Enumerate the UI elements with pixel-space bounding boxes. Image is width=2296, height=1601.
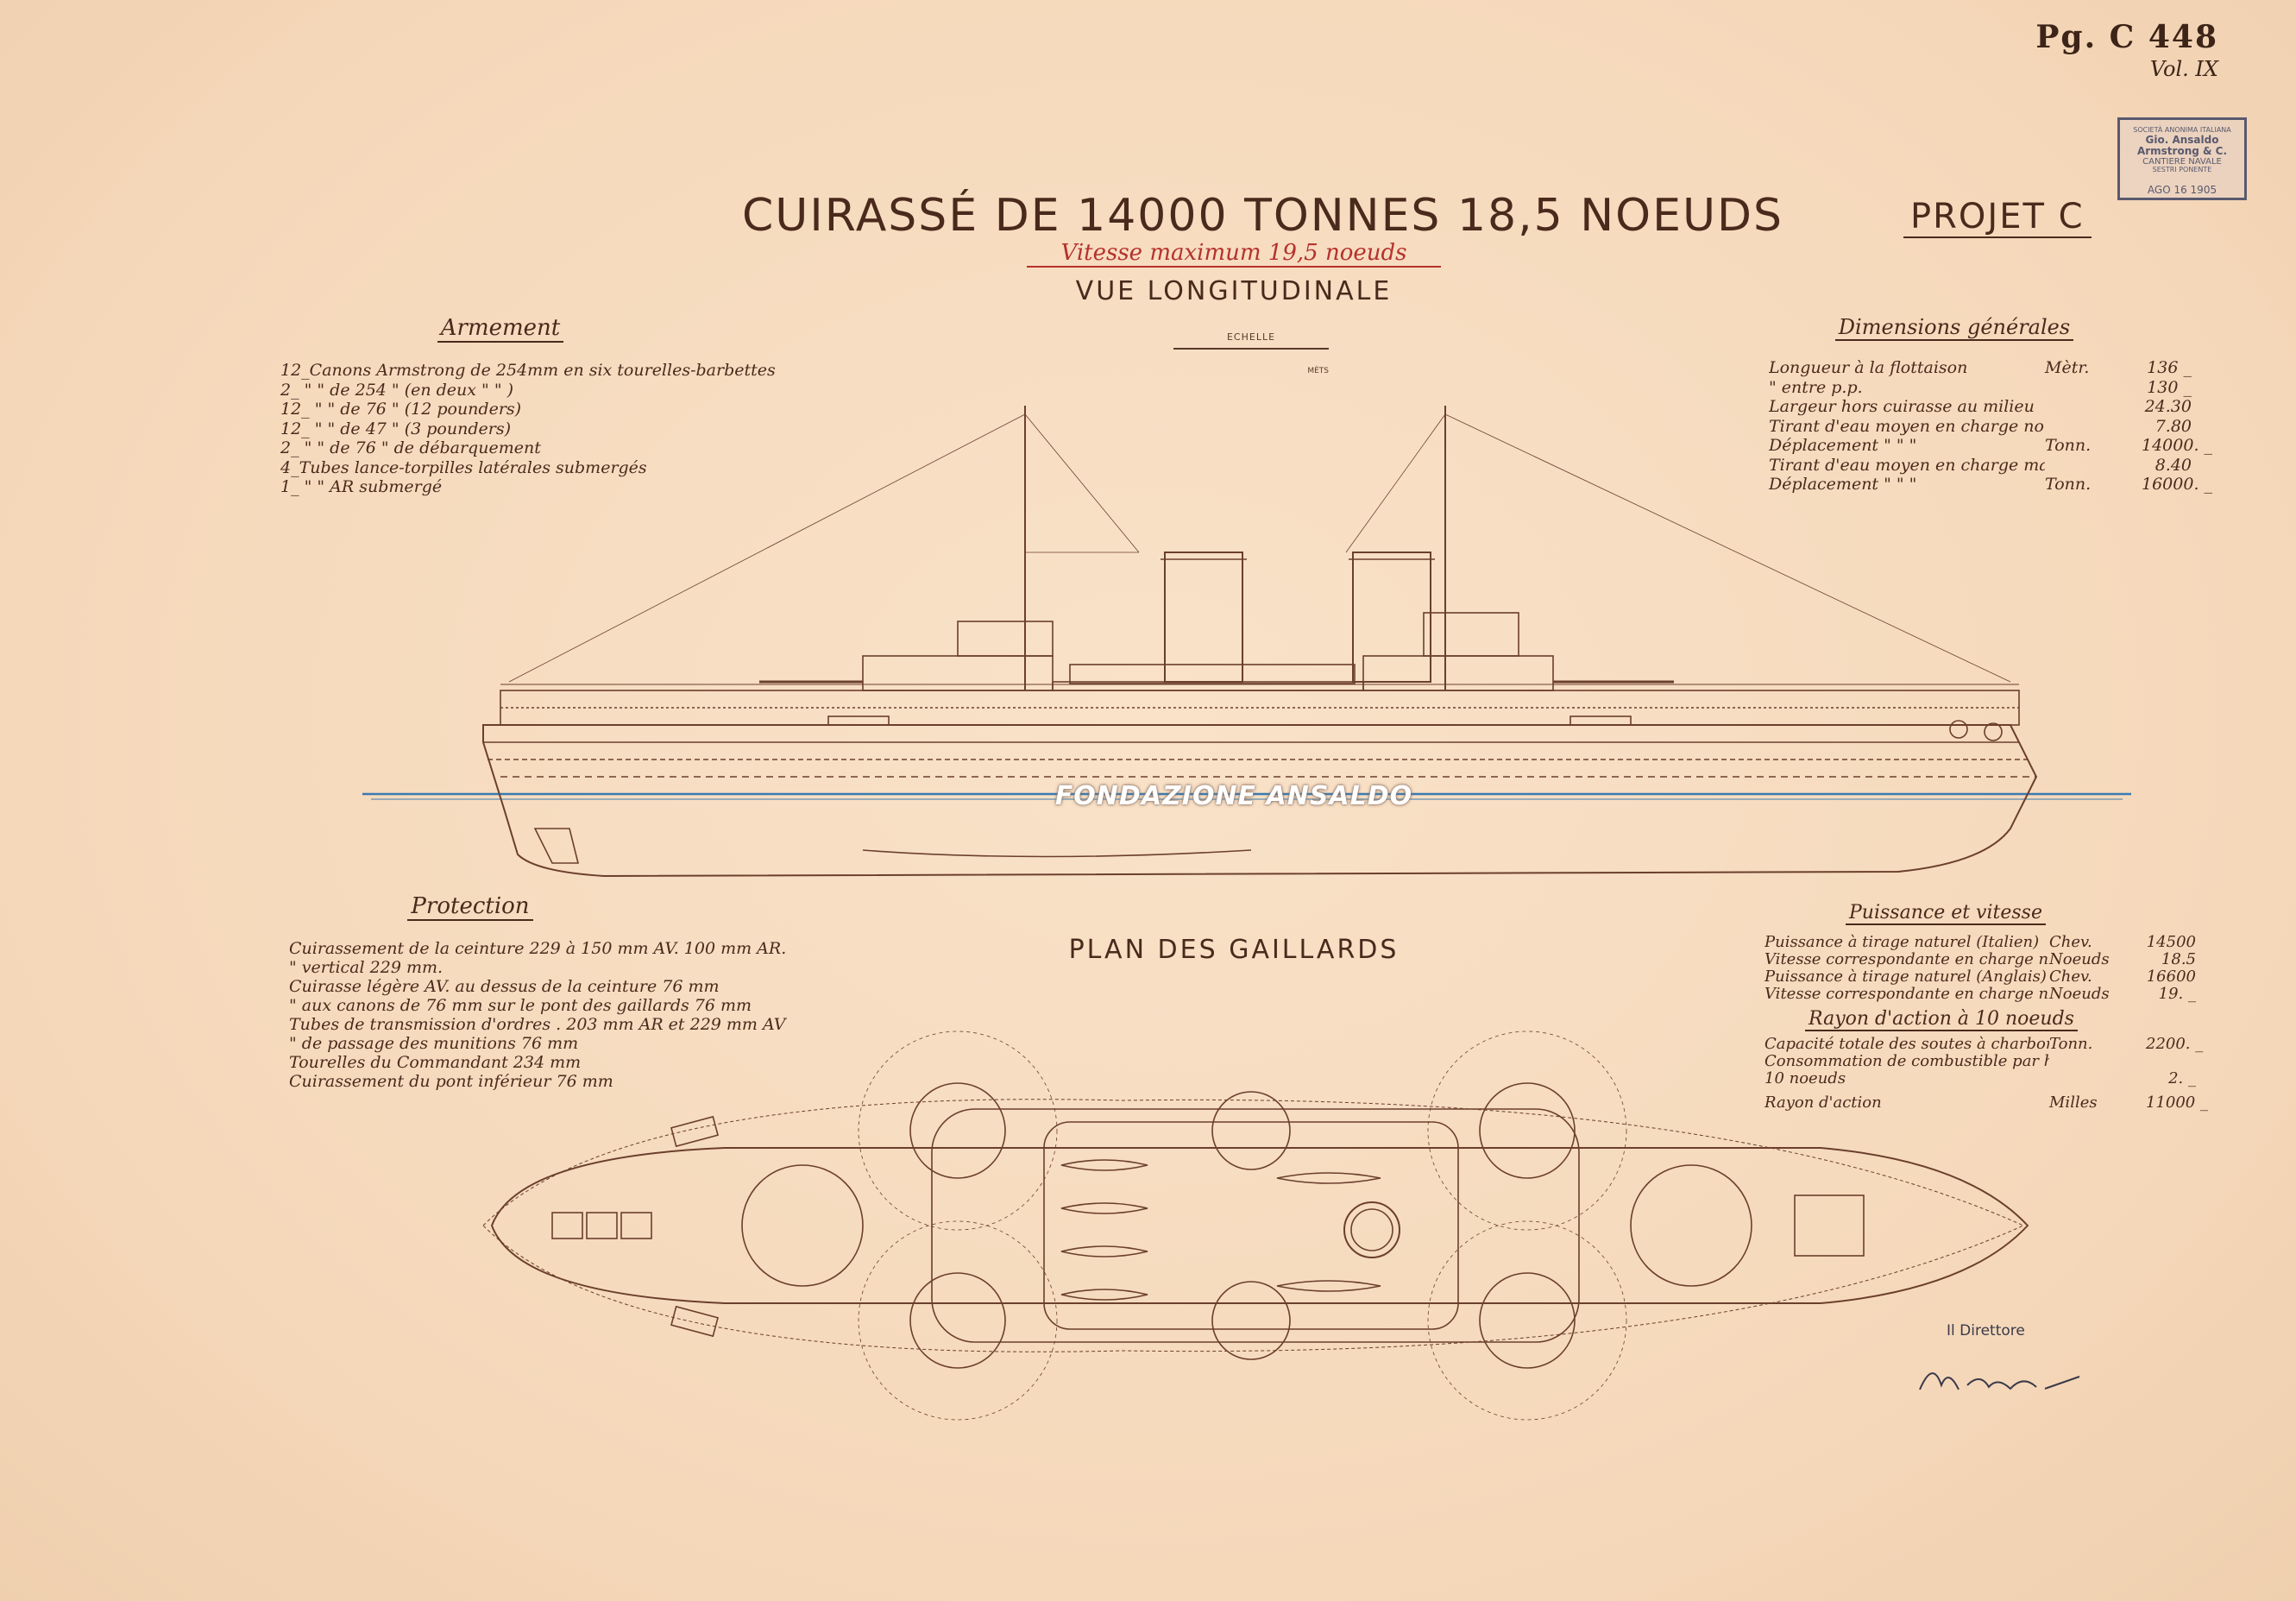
dimensions-row: Déplacement " " "Tonn.16000. _ [1769,475,2213,494]
stamp-line-1: SOCIETÀ ANONIMA ITALIANA [2133,126,2231,134]
rayon-heading: Rayon d'action à 10 noeuds [1803,1008,2079,1031]
stamp-line-2: Gio. Ansaldo Armstrong & C. [2136,133,2228,157]
plan-label: PLAN DES GAILLARDS [1068,935,1400,965]
scale-ruler: MÈTS [1173,348,1329,375]
armement-line-6: 1_ " " AR submergé [280,477,443,496]
sheet-code: Pg. C 448 [2035,19,2218,55]
signature-mark [1919,1372,2080,1390]
scale-label: ECHELLE [1226,331,1276,343]
sheet-reference: Pg. C 448 Vol. IX [2035,19,2218,81]
watermark: FONDAZIONE ANSALDO [1054,781,1413,811]
stamp-date: AGO 16 1905 [2147,183,2217,196]
protection-list: Cuirassement de la ceinture 229 à 150 mm… [289,939,787,1091]
protection-line-1: " vertical 229 mm. [289,958,443,977]
puissance-table: Puissance à tirage naturel (Italien)Chev… [1764,934,2196,1003]
armement-line-4: 2_ " " de 76 " de débarquement [280,438,541,457]
puissance-row: Vitesse correspondante en charge normale… [1764,950,2196,968]
stamp-line-4: SESTRI PONENTE [2152,166,2212,174]
dimensions-heading: Dimensions générales [1812,315,2097,341]
drawing-subtitle: Vitesse maximum 19,5 noeuds [1027,240,1441,268]
project-label: PROJET C [1903,197,2092,238]
armement-line-5: 4_Tubes lance-torpilles latérales submer… [280,457,647,477]
signature-role: Il Direttore [1947,1322,2025,1339]
armement-line-3: 12_ " " de 47 " (3 pounders) [280,419,511,438]
scale-bar: ECHELLE MÈTS [1173,331,1329,375]
sheet-volume: Vol. IX [2149,57,2218,81]
dimensions-row: " entre p.p.130 _ [1769,377,2192,397]
puissance-row: Vitesse correspondante en charge normale… [1764,985,2196,1003]
rayon-row: Consommation de combustible par heure à [1764,1053,2049,1070]
armement-line-1: 2_ " " de 254 " (en deux " " ) [280,380,514,400]
protection-line-5: " de passage des munitions 76 mm [289,1034,579,1053]
stamp-line-3: CANTIERE NAVALE [2142,157,2222,167]
protection-heading: Protection [367,893,574,921]
dimensions-row: Déplacement " " "Tonn.14000. _ [1769,436,2213,455]
protection-line-2: Cuirasse légère AV. au dessus de la cein… [289,977,720,996]
protection-line-6: Tourelles du Commandant 234 mm [289,1053,582,1072]
protection-line-4: Tubes de transmission d'ordres . 203 mm … [289,1015,786,1034]
puissance-row: Puissance à tirage naturel (Italien)Chev… [1764,933,2196,951]
dimensions-row: Tirant d'eau moyen en charge normale7.80 [1769,416,2192,436]
puissance-row: Puissance à tirage naturel (Anglais)Chev… [1764,968,2196,986]
puissance-heading: Puissance et vitesse [1812,902,2079,925]
armement-heading: Armement [397,315,604,343]
armement-list: 12_Canons Armstrong de 254mm en six tour… [280,361,776,497]
armement-line-0: 12_Canons Armstrong de 254mm en six tour… [280,361,776,380]
scale-unit: MÈTS [1307,367,1329,375]
archive-stamp: SOCIETÀ ANONIMA ITALIANA Gio. Ansaldo Ar… [2117,117,2247,200]
view-label: VUE LONGITUDINALE [1075,276,1393,306]
dimensions-row: Tirant d'eau moyen en charge maximum Mè.… [1769,455,2192,475]
drawing-title: CUIRASSÉ DE 14000 TONNES 18,5 NOEUDS [742,190,1784,242]
protection-line-7: Cuirassement du pont inférieur 76 mm [289,1072,613,1091]
protection-line-3: " aux canons de 76 mm sur le pont des ga… [289,996,752,1015]
armement-line-2: 12_ " " de 76 " (12 pounders) [280,400,522,419]
protection-line-0: Cuirassement de la ceinture 229 à 150 mm… [289,939,787,958]
